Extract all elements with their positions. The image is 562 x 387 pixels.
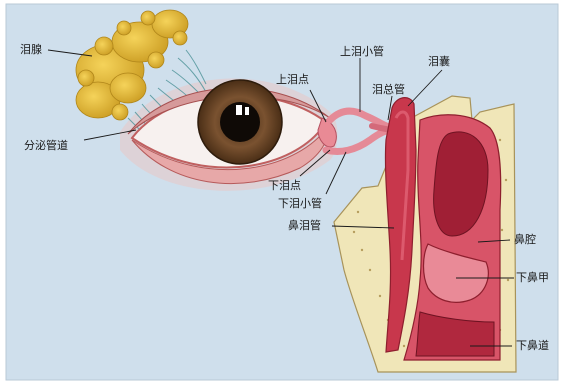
label-lower-canaliculus: 下泪小管 bbox=[278, 198, 322, 209]
label-upper-punctum: 上泪点 bbox=[276, 74, 309, 85]
label-upper-canaliculus: 上泪小管 bbox=[340, 46, 384, 57]
label-inferior-turbinate: 下鼻甲 bbox=[516, 272, 549, 283]
eye-highlight bbox=[236, 105, 242, 115]
label-nasolacrimal-duct: 鼻泪管 bbox=[288, 220, 321, 231]
label-common-canaliculus: 泪总管 bbox=[372, 84, 405, 95]
label-lower-punctum: 下泪点 bbox=[268, 180, 301, 191]
label-lacrimal-gland: 泪腺 bbox=[20, 44, 42, 55]
label-excretory-ducts: 分泌管道 bbox=[24, 140, 68, 151]
label-lacrimal-sac: 泪囊 bbox=[428, 56, 450, 67]
label-inferior-meatus: 下鼻道 bbox=[516, 340, 549, 351]
label-nasal-cavity: 鼻腔 bbox=[514, 234, 536, 245]
eye-highlight-2 bbox=[245, 107, 249, 115]
